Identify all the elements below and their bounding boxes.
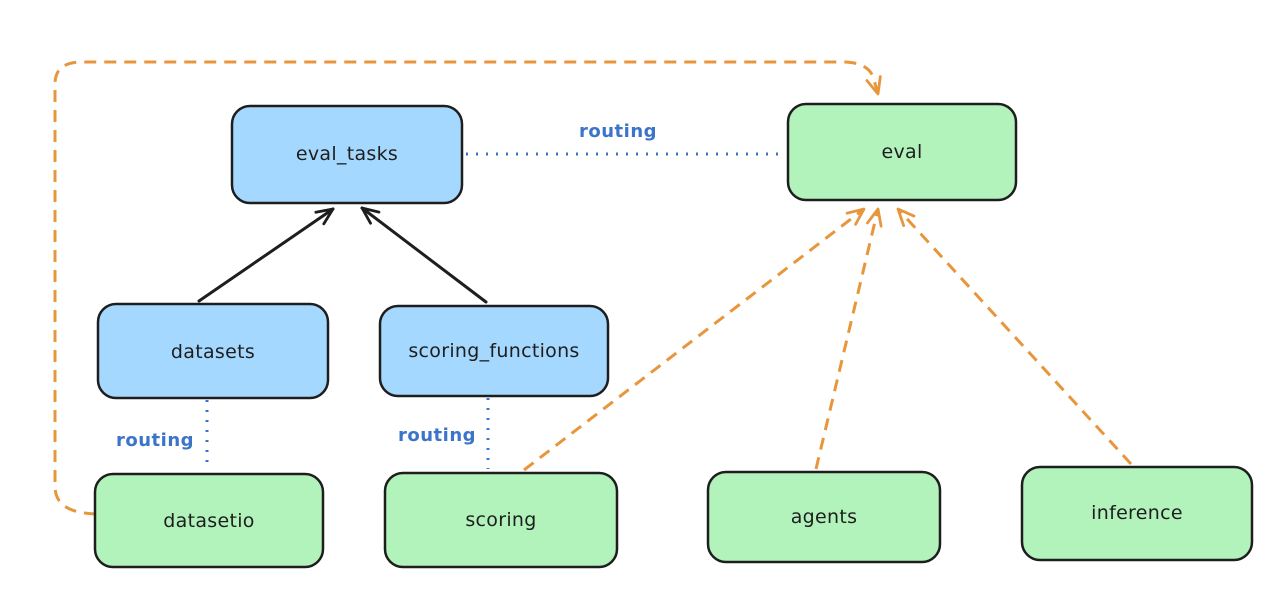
edge-scoringfunctions-to-evaltasks-arrow: [360, 206, 488, 304]
node-datasetio: datasetio: [93, 472, 325, 569]
node-inference-label: inference: [1091, 502, 1183, 524]
node-datasets: datasets: [96, 302, 330, 400]
node-eval-label: eval: [881, 141, 922, 163]
edge-agents-to-eval-arrow: [814, 207, 883, 470]
node-inference-box: [1020, 465, 1254, 562]
routing-label-scoringfunctions-scoring: routing: [398, 425, 476, 446]
node-agents-label: agents: [791, 506, 858, 528]
node-inference: inference: [1020, 465, 1254, 562]
edge-scoring-to-eval-arrow: [523, 207, 866, 472]
node-scoring-label: scoring: [465, 509, 536, 531]
edge-inference-to-eval-arrow: [896, 207, 1133, 466]
node-scoring-functions-label: scoring_functions: [408, 340, 579, 362]
routing-label-datasets-datasetio: routing: [116, 430, 194, 451]
node-scoring-functions: scoring_functions: [378, 304, 610, 398]
node-scoring-box: [383, 471, 619, 569]
node-datasets-label: datasets: [171, 341, 255, 363]
node-datasets-box: [96, 302, 330, 400]
diagram-nodes: eval_tasks eval datasets scoring_functio…: [93, 102, 1254, 569]
diagram-edges: [53, 60, 1133, 516]
node-eval: eval: [786, 102, 1018, 202]
node-eval-tasks-box: [230, 104, 464, 205]
node-scoring: scoring: [383, 471, 619, 569]
node-scoring-functions-box: [378, 304, 610, 398]
node-eval-tasks-label: eval_tasks: [296, 143, 398, 165]
node-datasetio-box: [93, 472, 325, 569]
node-eval-box: [786, 102, 1018, 202]
edge-datasets-to-evaltasks-arrow: [197, 207, 335, 303]
routing-label-evaltasks-eval: routing: [579, 121, 657, 142]
node-eval-tasks: eval_tasks: [230, 104, 464, 205]
node-agents-box: [706, 470, 942, 564]
node-agents: agents: [706, 470, 942, 564]
node-datasetio-label: datasetio: [163, 510, 254, 532]
diagram-edge-labels: routing routing routing: [116, 121, 657, 451]
edge-datasetio-to-eval-loop: [53, 60, 882, 516]
